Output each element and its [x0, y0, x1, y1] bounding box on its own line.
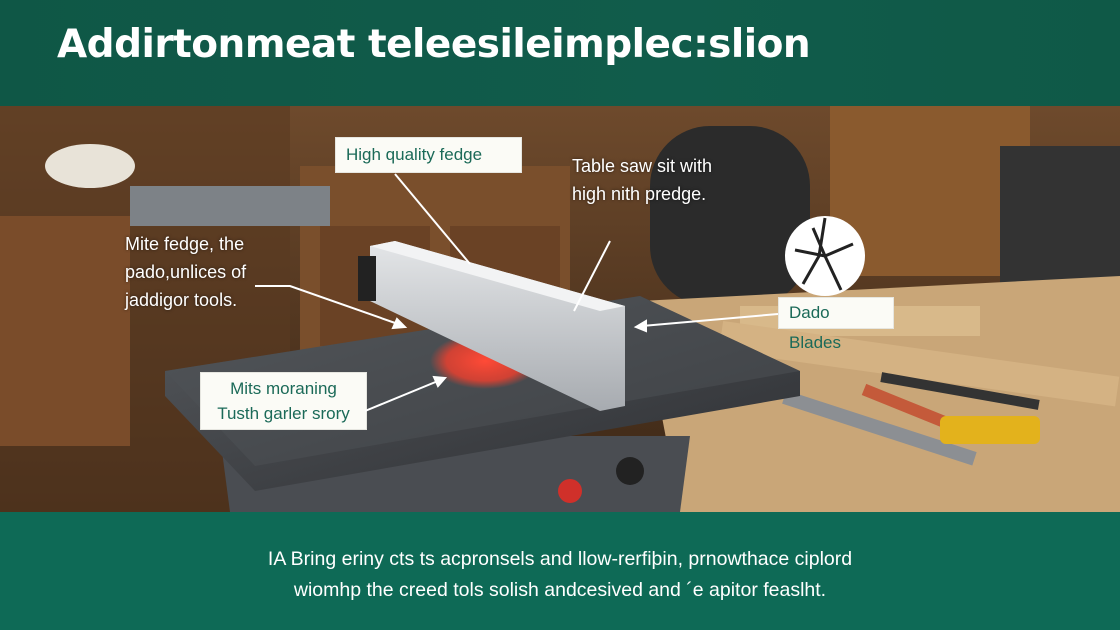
- arrow-mits-moraning: [364, 380, 439, 412]
- caption-line: IA Bring eriny cts ts acpronsels and llo…: [267, 548, 853, 570]
- callout-arrows: [255, 173, 779, 412]
- callout-line: pado,unlices of: [125, 262, 247, 282]
- caption-line: wiomhp the creed tols solish andcesived …: [293, 579, 827, 601]
- callout-dado-blades: Dado Blades: [778, 297, 894, 352]
- callout-high-quality-fedge: High quality fedge: [335, 137, 522, 173]
- callout-mite-fedge: Mite fedge, the pado,unlices of jaddigor…: [125, 230, 246, 314]
- callout-line: Table saw sit with: [572, 156, 713, 176]
- callout-line: jaddigor tools.: [125, 290, 238, 310]
- arrow-table-saw: [573, 240, 611, 312]
- callout-line: Mits moraning: [230, 379, 337, 398]
- callout-mits-moraning: Mits moraning Tusth garler srory: [200, 372, 367, 430]
- workshop-illustration: [0, 106, 1120, 512]
- arrow-dado-blades: [641, 313, 779, 327]
- caption-text: IA Bring eriny cts ts acpronsels and llo…: [0, 544, 1120, 606]
- title-banner: Addirtonmeat teleesileimplec:slion: [0, 0, 1120, 106]
- caption-banner: IA Bring eriny cts ts acpronsels and llo…: [0, 512, 1120, 630]
- callout-line: high nith predge.: [572, 184, 707, 204]
- callout-text: Dado Blades: [789, 303, 841, 352]
- callout-table-saw: Table saw sit with high nith predge.: [572, 152, 712, 208]
- arrow-high-quality: [394, 173, 471, 265]
- dado-blade-icon: [785, 216, 865, 296]
- callout-text: High quality fedge: [346, 145, 483, 164]
- callout-line: Mite fedge, the: [125, 234, 245, 254]
- arrow-mite-fedge: [255, 285, 399, 325]
- callout-line: Tusth garler srory: [217, 404, 350, 423]
- workshop-photo: High quality fedge Table saw sit with hi…: [0, 106, 1120, 512]
- page-title: Addirtonmeat teleesileimplec:slion: [57, 22, 811, 67]
